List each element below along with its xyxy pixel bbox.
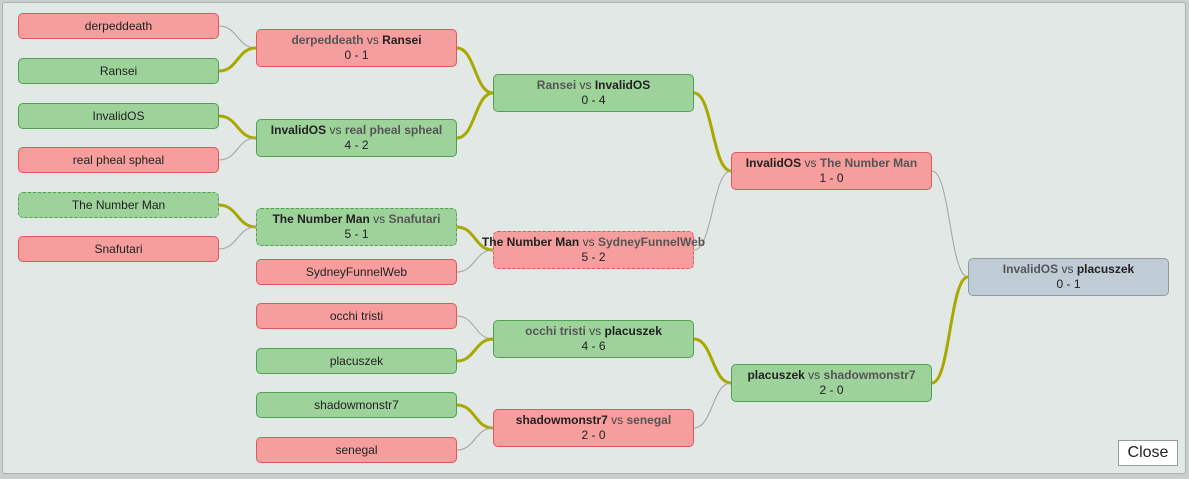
loser-connector [218,137,257,161]
leaf-real-pheal-spheal[interactable]: real pheal spheal [18,147,219,173]
match-score: 5 - 1 [344,227,369,241]
player-1: derpeddeath [291,33,364,47]
leaf-invalidos[interactable]: InvalidOS [18,103,219,129]
loser-connector [693,170,732,251]
match-players: Ransei vs InvalidOS [537,78,650,93]
match-the-number-man-vs-sydneyfunnelweb[interactable]: The Number Man vs SydneyFunnelWeb 5 - 2 [482,231,705,269]
vs-label: vs [611,413,624,427]
vs-label: vs [582,235,595,249]
leaf-shadowmonstr7[interactable]: shadowmonstr7 [256,392,457,418]
player-2: SydneyFunnelWeb [597,235,706,249]
match-score: 4 - 2 [344,138,369,152]
player-1: InvalidOS [1002,262,1059,276]
match-ransei-vs-invalidos[interactable]: Ransei vs InvalidOS 0 - 4 [493,74,694,112]
vs-label: vs [579,78,592,92]
match-players: The Number Man vs SydneyFunnelWeb [482,235,705,250]
vs-label: vs [808,368,821,382]
match-occhi-tristi-vs-placuszek[interactable]: occhi tristi vs placuszek 4 - 6 [493,320,694,358]
loser-connector [931,170,969,278]
match-players: shadowmonstr7 vs senegal [516,413,671,428]
winner-connector [456,403,494,430]
leaf-snafutari[interactable]: Snafutari [18,236,219,262]
match-invalidos-vs-the-number-man[interactable]: InvalidOS vs The Number Man 1 - 0 [731,152,932,190]
match-score: 2 - 0 [581,428,606,442]
player-1: InvalidOS [745,156,802,170]
match-score: 5 - 2 [581,250,606,264]
match-players: placuszek vs shadowmonstr7 [747,368,915,383]
winner-connector [218,203,257,229]
match-invalidos-vs-real-pheal-spheal[interactable]: InvalidOS vs real pheal spheal 4 - 2 [256,119,457,157]
match-score: 0 - 1 [344,48,369,62]
player-2: real pheal spheal [344,123,443,137]
player-1: The Number Man [272,212,370,226]
match-score: 1 - 0 [819,171,844,185]
match-players: derpeddeath vs Ransei [291,33,421,48]
winner-connector [456,337,494,363]
match-the-number-man-vs-snafutari[interactable]: The Number Man vs Snafutari 5 - 1 [256,208,457,246]
player-2: The Number Man [819,156,918,170]
player-2: Snafutari [388,212,441,226]
vs-label: vs [373,212,386,226]
loser-connector [456,249,494,273]
winner-connector [456,91,494,140]
bracket-connectors [218,25,969,451]
leaf-derpeddeath[interactable]: derpeddeath [18,13,219,39]
vs-label: vs [329,123,342,137]
player-2: shadowmonstr7 [823,368,916,382]
match-score: 0 - 4 [581,93,606,107]
player-2: placuszek [1076,262,1135,276]
vs-label: vs [1061,262,1074,276]
player-1: occhi tristi [525,324,586,338]
winner-connector [693,91,732,173]
match-players: occhi tristi vs placuszek [525,324,662,339]
match-shadowmonstr7-vs-senegal[interactable]: shadowmonstr7 vs senegal 2 - 0 [493,409,694,447]
player-2: InvalidOS [594,78,651,92]
match-score: 0 - 1 [1056,277,1081,291]
close-button[interactable]: Close [1118,440,1178,466]
match-score: 4 - 6 [581,339,606,353]
loser-connector [693,382,732,429]
leaf-sydneyfunnelweb[interactable]: SydneyFunnelWeb [256,259,457,285]
winner-connector [218,114,257,140]
winner-connector [456,225,494,252]
match-players: InvalidOS vs placuszek [1003,262,1134,277]
leaf-placuszek[interactable]: placuszek [256,348,457,374]
match-derpeddeath-vs-ransei[interactable]: derpeddeath vs Ransei 0 - 1 [256,29,457,67]
match-players: The Number Man vs Snafutari [272,212,440,227]
match-score: 2 - 0 [819,383,844,397]
leaf-occhi-tristi[interactable]: occhi tristi [256,303,457,329]
match-players: InvalidOS vs The Number Man [746,156,917,171]
player-2: senegal [626,413,672,427]
player-2: Ransei [382,33,422,47]
winner-connector [218,46,257,73]
player-1: InvalidOS [270,123,327,137]
vs-label: vs [589,324,602,338]
player-2: placuszek [604,324,662,338]
loser-connector [456,427,494,451]
loser-connector [456,315,494,340]
match-final-invalidos-vs-placuszek[interactable]: InvalidOS vs placuszek 0 - 1 [968,258,1169,296]
winner-connector [931,275,969,385]
player-1: Ransei [536,78,577,92]
player-1: shadowmonstr7 [515,413,608,427]
match-players: InvalidOS vs real pheal spheal [271,123,442,138]
leaf-the-number-man[interactable]: The Number Man [18,192,219,218]
winner-connector [456,46,494,95]
vs-label: vs [804,156,817,170]
winner-connector [693,337,732,385]
loser-connector [218,226,257,250]
leaf-senegal[interactable]: senegal [256,437,457,463]
player-1: The Number Man [481,235,580,249]
leaf-ransei[interactable]: Ransei [18,58,219,84]
player-1: placuszek [747,368,805,382]
match-placuszek-vs-shadowmonstr7[interactable]: placuszek vs shadowmonstr7 2 - 0 [731,364,932,402]
loser-connector [218,25,257,49]
vs-label: vs [366,33,379,47]
